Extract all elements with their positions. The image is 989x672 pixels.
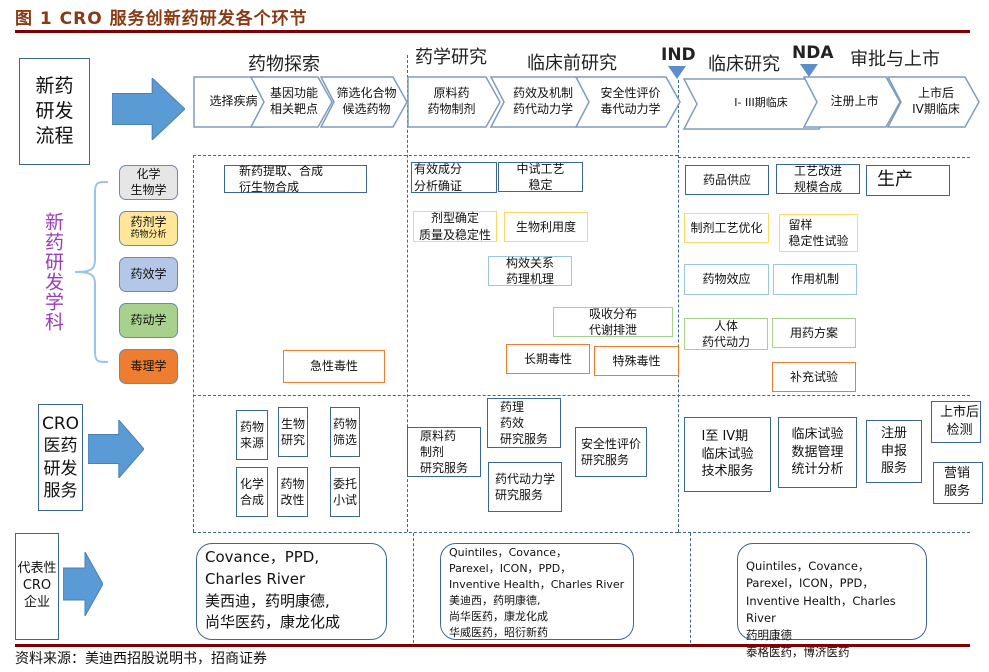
chevron-shape xyxy=(803,76,901,128)
chevron-shape xyxy=(575,76,681,128)
cro-service-drug-source: 药物 来源 xyxy=(236,410,268,460)
cro-service-clinical-tech: I至 IV期 临床试验 技术服务 xyxy=(684,417,771,492)
activity-mechanism: 作用机制 xyxy=(773,264,857,295)
chevron-shape xyxy=(320,76,408,128)
cro-service-api-formulation: 原料药 制剂 研究服务 xyxy=(407,427,481,477)
representative-companies-1: Covance，PPD, Charles River 美西迪，药明康德, 尚华医… xyxy=(196,543,387,640)
activity-process-improve: 工艺改进 规模合成 xyxy=(776,164,860,194)
brace-icon xyxy=(74,181,109,363)
activity-retention: 留样 稳定性试验 xyxy=(779,214,858,252)
discipline-label: 新药研发学科 xyxy=(42,212,64,332)
cro-label: CRO 医药 研发 服务 xyxy=(38,404,83,511)
cro-service-pharmacology: 药理 药效 研究服务 xyxy=(487,398,561,448)
dashed-divider xyxy=(678,157,970,158)
activity-drug-supply: 药品供应 xyxy=(685,165,769,195)
activity-active-ingredient: 有效成分 分析确证 xyxy=(411,162,497,193)
dashed-divider xyxy=(193,395,970,396)
discipline-4: 药动学 xyxy=(119,303,178,338)
cro-service-bio-research: 生物 研究 xyxy=(278,407,308,457)
activity-dosage-form: 剂型确定 质量及稳定性 xyxy=(413,211,497,242)
discipline-name: 药效学 xyxy=(130,266,167,281)
cro-service-safety-service: 安全性评价 研究服务 xyxy=(575,427,647,477)
phase-pharmaceutical: 药学研究 xyxy=(415,47,487,68)
cro-service-marketing: 营销 服务 xyxy=(933,462,983,504)
process-arrow-icon xyxy=(112,78,185,140)
activity-production: 生产 xyxy=(866,165,950,196)
dashed-divider xyxy=(678,532,970,533)
dashed-divider xyxy=(690,533,691,643)
chevron-shape xyxy=(250,76,333,128)
discipline-name: 毒理学 xyxy=(130,358,167,373)
activity-drug-effect: 药物效应 xyxy=(684,264,769,295)
phase-approval: 审批与上市 xyxy=(850,49,940,70)
dashed-divider xyxy=(193,155,678,156)
nda-marker-icon xyxy=(800,64,818,77)
process-label: 新药 研发 流程 xyxy=(19,58,90,165)
cro-arrow-icon xyxy=(88,420,144,478)
discipline-5: 毒理学 xyxy=(119,349,178,384)
rep-arrow-icon xyxy=(63,552,103,616)
cro-service-screening: 药物 筛选 xyxy=(330,407,360,457)
discipline-3: 药效学 xyxy=(119,257,178,292)
source-note: 资料来源：美迪西招股说明书，招商证券 xyxy=(15,651,267,667)
activity-human-pk: 人体 药代动力 xyxy=(684,318,768,350)
activity-special-tox: 特殊毒性 xyxy=(594,346,679,376)
phase-preclinical: 临床前研究 xyxy=(527,53,617,74)
representative-companies-3: Quintiles，Covance， Parexel，ICON，PPD， Inv… xyxy=(737,543,927,659)
activity-adme: 吸收分布 代谢排泄 xyxy=(553,307,673,337)
chevron-shape xyxy=(887,76,980,128)
dashed-divider xyxy=(193,155,194,532)
cro-service-pilot-test: 委托 小试 xyxy=(330,467,360,517)
activity-pilot-process: 中试工艺 稳定 xyxy=(498,162,583,192)
discipline-name: 药动学 xyxy=(130,312,167,327)
dashed-divider xyxy=(193,532,678,533)
activity-extraction: 新药提取、合成 衍生物合成 xyxy=(224,164,367,194)
cro-service-data-mgmt: 临床试验 数据管理 统计分析 xyxy=(778,417,857,488)
rep-label: 代表性 CRO 企业 xyxy=(15,533,59,640)
activity-formulation-opt: 制剂工艺优化 xyxy=(684,213,769,243)
discipline-name: 化学 生物学 xyxy=(130,166,167,197)
representative-companies-2: Quintiles，Covance， Parexel，ICON，PPD， Inv… xyxy=(440,543,634,640)
discipline-name: 药剂学 xyxy=(130,214,167,229)
discipline-2: 药剂学药物分析 xyxy=(119,211,178,246)
dashed-divider xyxy=(413,533,414,643)
activity-supplementary: 补充试验 xyxy=(772,362,856,392)
activity-bioavailability: 生物利用度 xyxy=(504,212,588,242)
activity-dosing: 用药方案 xyxy=(772,318,856,348)
activity-sar: 构效关系 药理机理 xyxy=(488,256,572,286)
activity-long-tox: 长期毒性 xyxy=(506,344,590,374)
bottom-rule xyxy=(15,644,970,647)
figure-title: 图 1 CRO 服务创新药研发各个环节 xyxy=(15,9,308,29)
dashed-divider xyxy=(407,55,408,532)
phase-clinical: 临床研究 xyxy=(708,54,780,75)
cro-service-registration: 注册 申报 服务 xyxy=(866,420,922,483)
top-rule xyxy=(15,30,970,33)
discipline-sub: 药物分析 xyxy=(130,230,167,241)
dashed-divider xyxy=(678,80,679,532)
discipline-1: 化学 生物学 xyxy=(119,165,178,200)
milestone-nda: NDA xyxy=(792,43,834,63)
ind-marker-icon xyxy=(668,66,686,79)
milestone-ind: IND xyxy=(661,45,696,65)
chevron-shape xyxy=(407,76,501,128)
cro-service-modification: 药物 改性 xyxy=(277,467,308,517)
cro-service-post-market: 上市后 检测 xyxy=(931,401,981,443)
cro-service-pk-service: 药代动力学 研究服务 xyxy=(488,462,562,512)
phase-drug-discovery: 药物探索 xyxy=(248,54,320,75)
cro-service-chem-synthesis: 化学 合成 xyxy=(236,467,268,517)
activity-acute-tox: 急性毒性 xyxy=(283,350,385,383)
